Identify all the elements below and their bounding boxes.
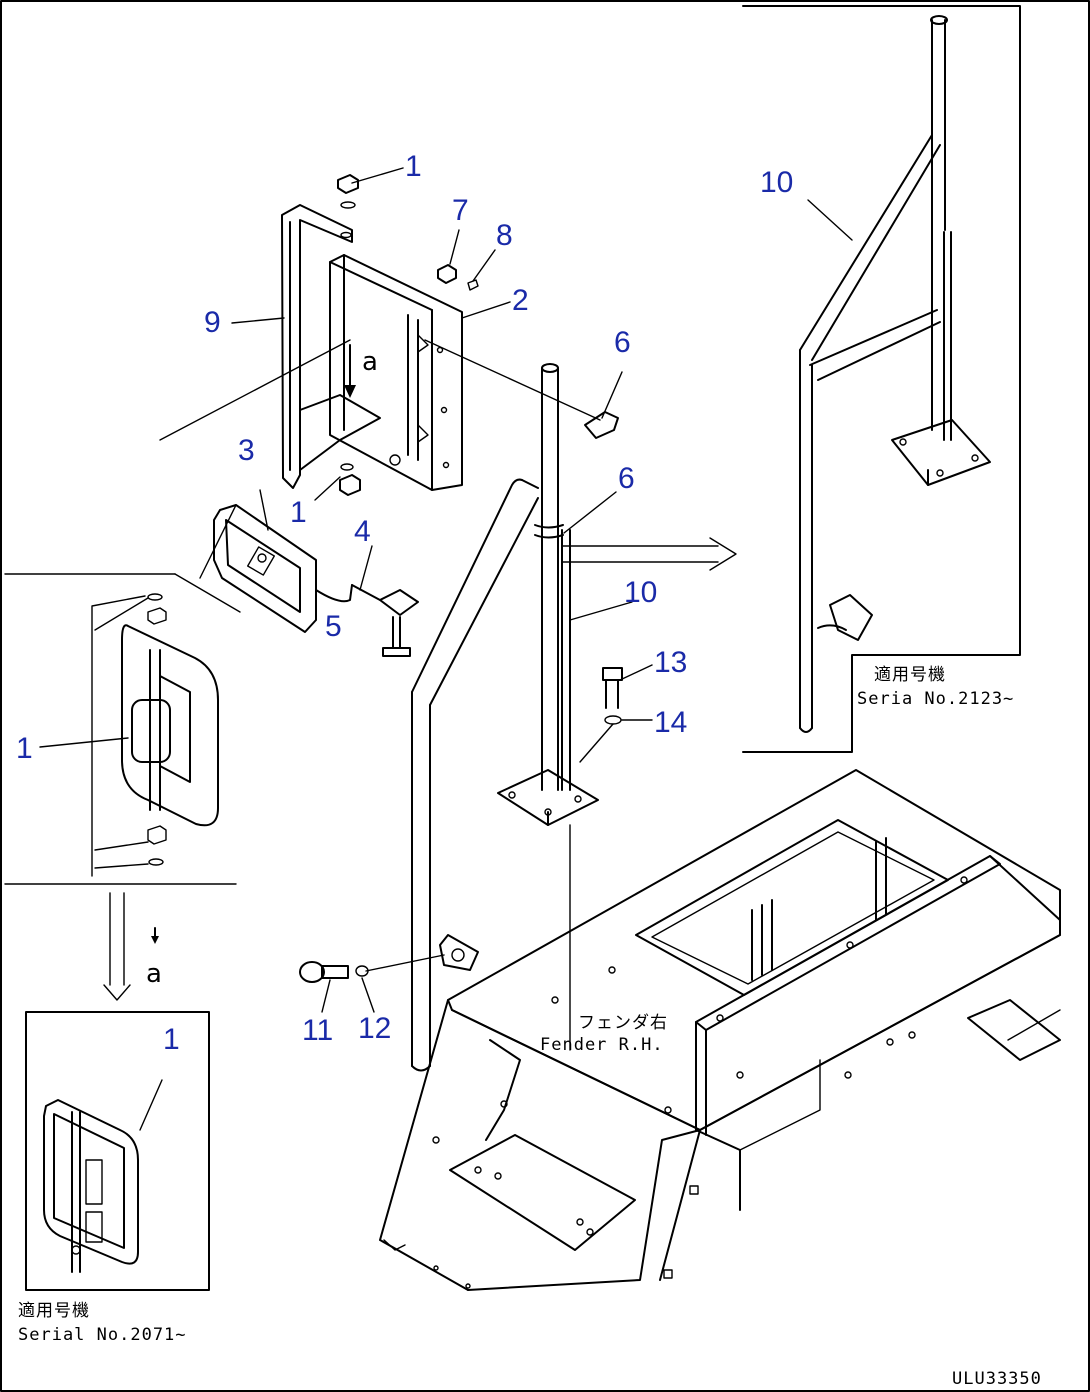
callout-10: 10 (624, 576, 657, 609)
mirror-bracket-assembly: a (159, 167, 601, 501)
notes: 適用号機 Seria No.2123~ フェンダ右 Fender R.H. 適用… (18, 665, 1042, 1389)
callout-numbers: 1 7 8 2 9 6 3 6 1 4 10 5 13 14 1 10 11 1… (16, 150, 793, 1056)
inset-serial-2123 (742, 5, 1021, 753)
callout-1: 1 (290, 496, 307, 529)
callout-12: 12 (358, 1012, 391, 1045)
callout-1: 1 (405, 150, 422, 183)
mirror-3 (199, 489, 419, 657)
main-pole-assembly (299, 363, 737, 1072)
callout-9: 9 (204, 306, 221, 339)
callout-7: 7 (452, 194, 469, 227)
fender-note: Fender R.H. (540, 1035, 664, 1055)
callout-2: 2 (512, 284, 529, 317)
serial-note-bottom: Serial No.2071~ (18, 1325, 187, 1345)
inset-serial-2071 (25, 1011, 210, 1291)
view-arrow: a (103, 892, 162, 1001)
fender-note-jp: フェンダ右 (578, 1013, 668, 1033)
view-marker-a: a (362, 347, 378, 377)
callout-6: 6 (618, 462, 635, 495)
callout-10: 10 (760, 166, 793, 199)
callout-13: 13 (654, 646, 687, 679)
serial-note-bottom-jp: 適用号機 (18, 1301, 90, 1321)
callout-3: 3 (238, 434, 255, 467)
callout-14: 14 (654, 706, 687, 739)
drawing-code: ULU33350 (952, 1369, 1042, 1389)
fender-rh (379, 769, 1061, 1291)
left-detail-view (4, 573, 241, 885)
callout-5: 5 (325, 610, 342, 643)
serial-note-top-jp: 適用号機 (874, 665, 946, 685)
view-label-a: a (146, 959, 162, 989)
callout-1: 1 (16, 732, 33, 765)
serial-note-top: Seria No.2123~ (857, 689, 1014, 709)
callout-1: 1 (163, 1023, 180, 1056)
callout-6: 6 (614, 326, 631, 359)
callout-8: 8 (496, 219, 513, 252)
callout-11: 11 (302, 1014, 333, 1047)
callout-4: 4 (354, 515, 371, 548)
